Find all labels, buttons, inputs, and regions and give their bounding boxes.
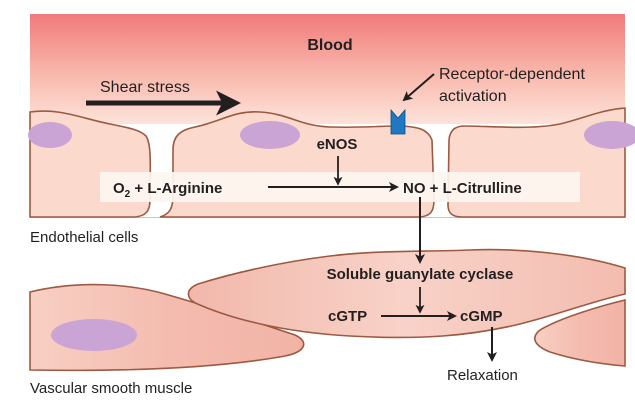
receptor-pointer-arrow [402,73,435,102]
receptor-label-line2: activation [439,88,507,105]
receptor-label-line1: Receptor-dependent [439,66,585,83]
nucleus-smooth-muscle [51,319,137,351]
cgmp-label: cGMP [460,308,503,325]
endothelial-cells-label: Endothelial cells [30,229,138,246]
shear-stress-label: Shear stress [100,79,190,96]
sgc-label: Soluble guanylate cyclase [327,266,514,283]
products-label: NO + L-Citrulline [403,180,522,197]
enos-label: eNOS [317,136,358,153]
reactants-o: O [113,180,125,197]
blood-label: Blood [307,37,352,54]
reactants-rest: + L-Arginine [130,180,222,197]
vascular-smooth-muscle-label: Vascular smooth muscle [30,380,192,397]
smooth-muscle-cell-center [187,248,626,339]
smooth-muscle-cell-right [534,298,626,367]
reactants-label: O2 + L-Arginine [113,180,222,200]
reactants-subscript: 2 [125,189,131,200]
blood-region [30,14,625,124]
nucleus-left [28,122,72,148]
cgtp-label: cGTP [328,308,367,325]
receptor-icon [390,108,406,135]
relaxation-label: Relaxation [447,367,518,384]
nucleus-right [584,121,635,149]
nucleus-center [240,121,300,149]
